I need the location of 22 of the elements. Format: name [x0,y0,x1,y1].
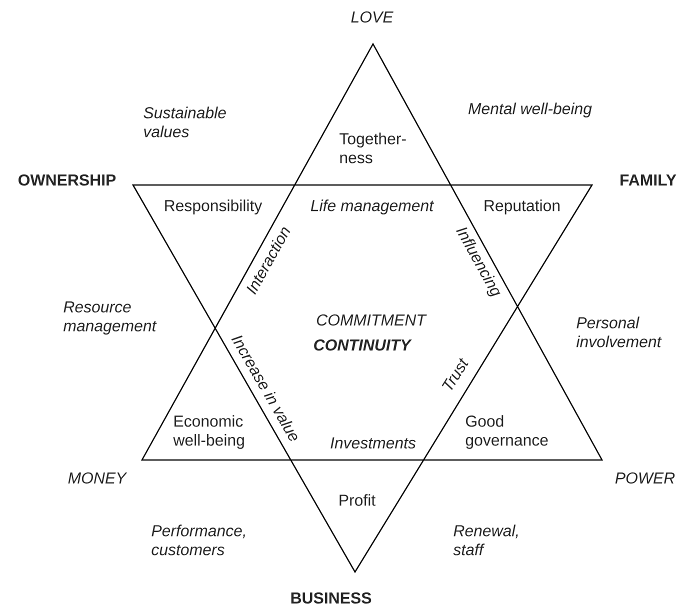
center-label: COMMITMENT [316,314,427,326]
quadrant-label: Resource management [63,301,157,335]
corner-label: MONEY [68,472,128,484]
quadrant-label: Renewal, staff [453,524,518,556]
segment-label: Responsibility [165,200,262,214]
quadrant-label: Personal involvement [576,316,662,348]
segment-label: Economic well-being [173,415,244,449]
quadrant-label: Performance, customers [152,524,246,556]
quadrant-label: Mental well-being [468,102,592,118]
side-label: Investments [330,437,416,449]
segment-label: Profit [340,494,376,506]
corner-label: FAMILY [620,174,676,186]
corner-label: LOVE [351,11,394,23]
corner-label: OWNERSHIP [18,174,116,186]
segment-label: Reputation [484,200,560,214]
side-label: Life management [310,200,434,214]
quadrant-label: Sustainable values [144,106,226,138]
corner-label: BUSINESS [291,592,372,604]
segment-label: Together- ness [340,132,406,164]
center-label: CONTINUITY [314,339,412,351]
corner-label: POWER [615,472,675,484]
segment-label: Good governance [466,415,548,449]
